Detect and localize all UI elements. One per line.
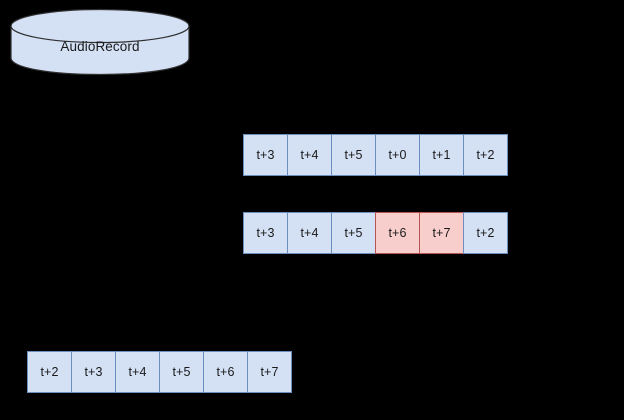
buffer-row-2: t+3 t+4 t+5 t+6 t+7 t+2 [243, 212, 508, 254]
buffer-cell[interactable]: t+3 [243, 212, 288, 254]
buffer-cell[interactable]: t+4 [287, 212, 332, 254]
buffer-cell[interactable]: t+3 [71, 351, 116, 393]
buffer-row-3: t+2 t+3 t+4 t+5 t+6 t+7 [27, 351, 292, 393]
buffer-cell[interactable]: t+5 [159, 351, 204, 393]
buffer-cell[interactable]: t+1 [419, 134, 464, 176]
buffer-cell[interactable]: t+5 [331, 212, 376, 254]
buffer-row-1: t+3 t+4 t+5 t+0 t+1 t+2 [243, 134, 508, 176]
buffer-cell-highlighted[interactable]: t+7 [419, 212, 464, 254]
buffer-cell-highlighted[interactable]: t+6 [375, 212, 420, 254]
audiorecord-datastore[interactable]: AudioRecord [10, 8, 190, 76]
buffer-cell[interactable]: t+2 [463, 212, 508, 254]
buffer-cell[interactable]: t+0 [375, 134, 420, 176]
buffer-cell[interactable]: t+2 [27, 351, 72, 393]
buffer-cell[interactable]: t+3 [243, 134, 288, 176]
buffer-cell[interactable]: t+6 [203, 351, 248, 393]
buffer-cell[interactable]: t+5 [331, 134, 376, 176]
buffer-cell[interactable]: t+4 [115, 351, 160, 393]
cylinder-shape [10, 8, 190, 76]
buffer-cell[interactable]: t+4 [287, 134, 332, 176]
buffer-cell[interactable]: t+7 [247, 351, 292, 393]
buffer-cell[interactable]: t+2 [463, 134, 508, 176]
